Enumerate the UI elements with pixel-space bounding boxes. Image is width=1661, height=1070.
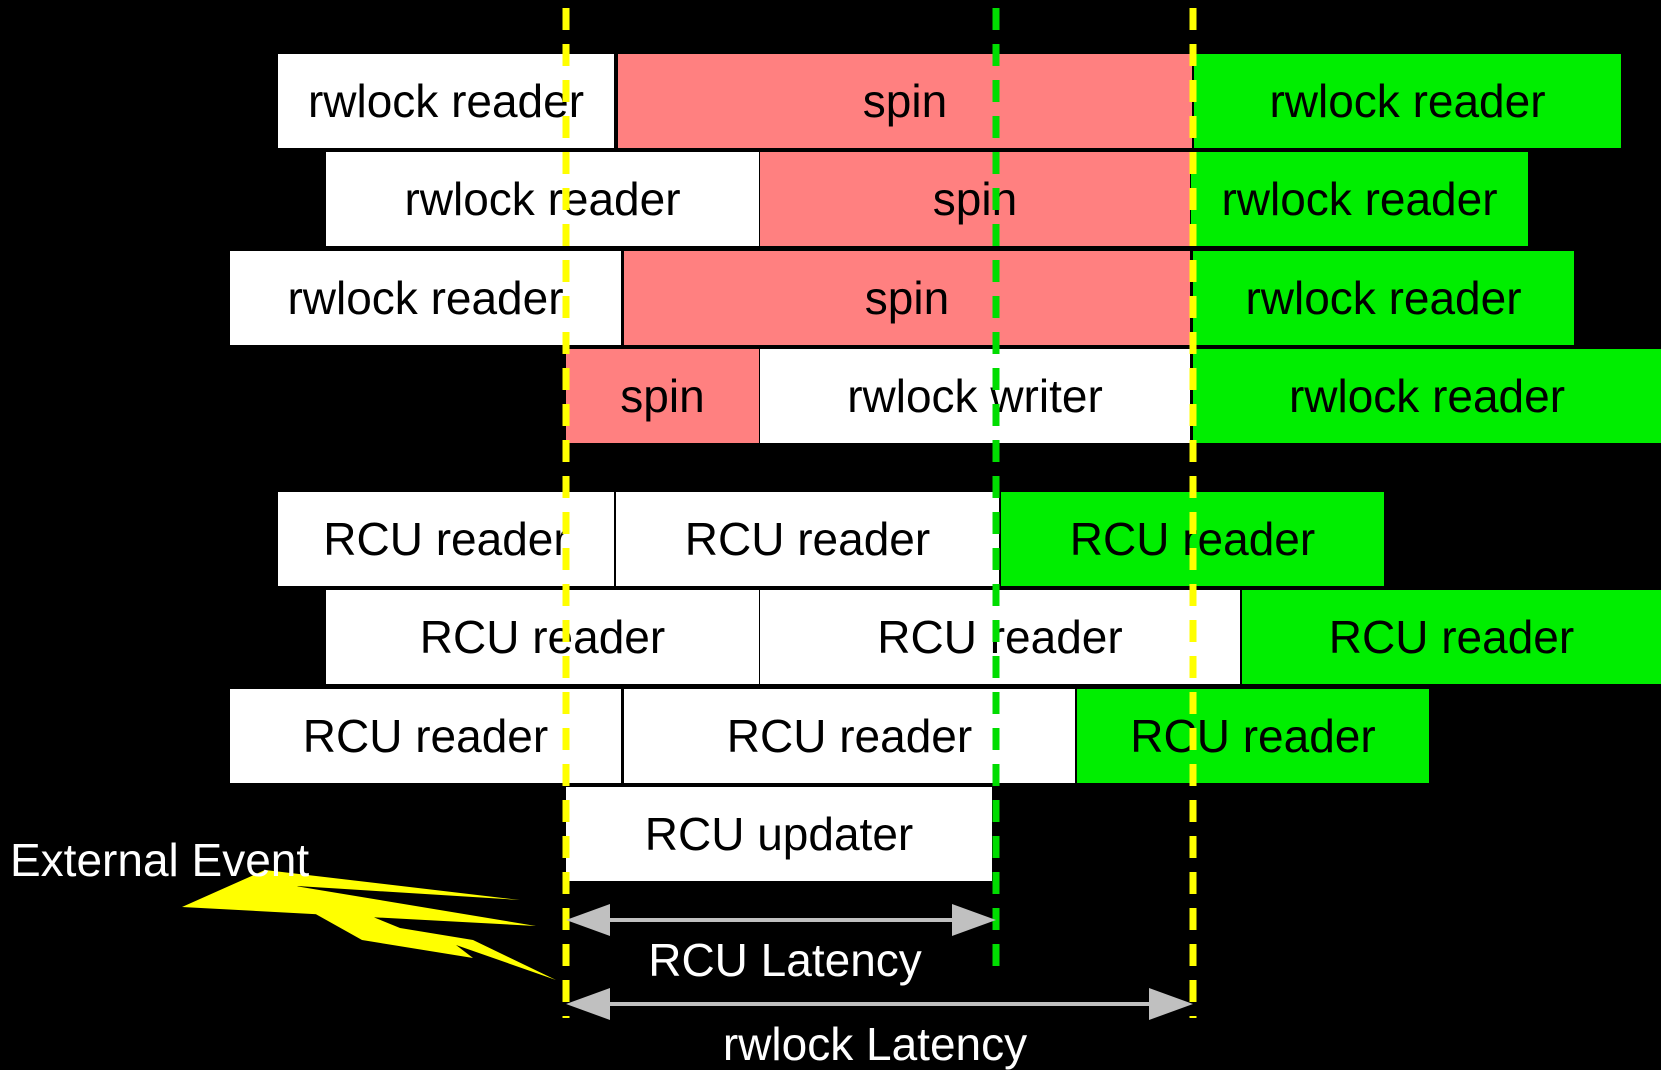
- rwlock-segment-label: rwlock reader: [1245, 272, 1521, 324]
- rcu-segment-label: RCU reader: [1130, 710, 1375, 762]
- rwlock-segment-after-update: [1193, 251, 1574, 345]
- rwlock-latency-arrow-right-head: [1149, 988, 1193, 1020]
- rwlock-segment-reader-idle: [760, 349, 1190, 443]
- rwlock-row: rwlock reader spin rwlock reader: [230, 251, 1574, 345]
- rwlock-segment-label: spin: [863, 75, 947, 127]
- rcu-segment-reader-idle: [624, 689, 1075, 783]
- rcu-segment-label: RCU reader: [303, 710, 548, 762]
- rcu-row: RCU updater: [566, 787, 992, 881]
- rcu-segment-reader-idle: [230, 689, 621, 783]
- rcu-segment-label: RCU reader: [877, 611, 1122, 663]
- rwlock-segment-after-update: [1193, 349, 1661, 443]
- rcu-latency-arrow-right-head: [952, 904, 996, 936]
- rcu-latency-arrow-left-head: [566, 904, 610, 936]
- rcu-segment-label: RCU updater: [645, 808, 913, 860]
- rwlock-segment-label: rwlock reader: [287, 272, 563, 324]
- rwlock-segment-label: rwlock reader: [1221, 173, 1497, 225]
- rwlock-latency-label: rwlock Latency: [723, 1018, 1027, 1070]
- rwlock-segment-label: rwlock writer: [847, 370, 1103, 422]
- rcu-segment-reader-idle: [566, 787, 992, 881]
- rwlock-segment-label: rwlock reader: [404, 173, 680, 225]
- lightning-bolt-icon: [182, 870, 556, 980]
- rwlock-segment-reader-idle: [326, 152, 759, 246]
- rwlock-latency-arrow: [566, 988, 1193, 1020]
- rwlock-row: rwlock reader spin rwlock reader: [278, 54, 1621, 148]
- rcu-segment-reader-idle: [760, 590, 1240, 684]
- rcu-segment-label: RCU reader: [727, 710, 972, 762]
- rwlock-segment-after-update: [1191, 152, 1528, 246]
- external-event-label: External Event: [10, 834, 309, 886]
- rcu-segment-label: RCU reader: [420, 611, 665, 663]
- rwlock-segment-reader-idle: [230, 251, 621, 345]
- rcu-segment-after-update: [1242, 590, 1661, 684]
- rcu-latency-label: RCU Latency: [648, 934, 922, 986]
- rwlock-latency-arrow-left-head: [566, 988, 610, 1020]
- rcu-segment-label: RCU reader: [685, 513, 930, 565]
- rcu-segment-reader-idle: [616, 492, 999, 586]
- rwlock-row: spin rwlock writer rwlock reader: [566, 349, 1661, 443]
- rwlock-segment-spin: [618, 54, 1192, 148]
- rcu-segment-label: RCU reader: [1329, 611, 1574, 663]
- rwlock-segment-after-update: [1194, 54, 1621, 148]
- rcu-row: RCU reader RCU reader RCU reader: [230, 689, 1429, 783]
- rcu-segment-after-update: [1001, 492, 1384, 586]
- rcu-row: RCU reader RCU reader RCU reader: [326, 590, 1661, 684]
- rcu-segment-reader-idle: [326, 590, 759, 684]
- rcu-segment-reader-idle: [278, 492, 614, 586]
- rcu-latency-arrow: [566, 904, 996, 936]
- rwlock-segment-label: spin: [865, 272, 949, 324]
- rwlock-segment-label: rwlock reader: [1289, 370, 1565, 422]
- rwlock-segment-spin: [566, 349, 759, 443]
- rwlock-segment-label: rwlock reader: [1269, 75, 1545, 127]
- rwlock-segment-label: rwlock reader: [308, 75, 584, 127]
- rwlock-row: rwlock reader spin rwlock reader: [326, 152, 1528, 246]
- rwlock-segment-label: spin: [933, 173, 1017, 225]
- rwlock-segment-spin: [624, 251, 1190, 345]
- rcu-segment-label: RCU reader: [323, 513, 568, 565]
- rwlock-segment-reader-idle: [278, 54, 614, 148]
- rcu-segment-after-update: [1077, 689, 1429, 783]
- rwlock-segment-spin: [760, 152, 1190, 246]
- rwlock-segment-label: spin: [620, 370, 704, 422]
